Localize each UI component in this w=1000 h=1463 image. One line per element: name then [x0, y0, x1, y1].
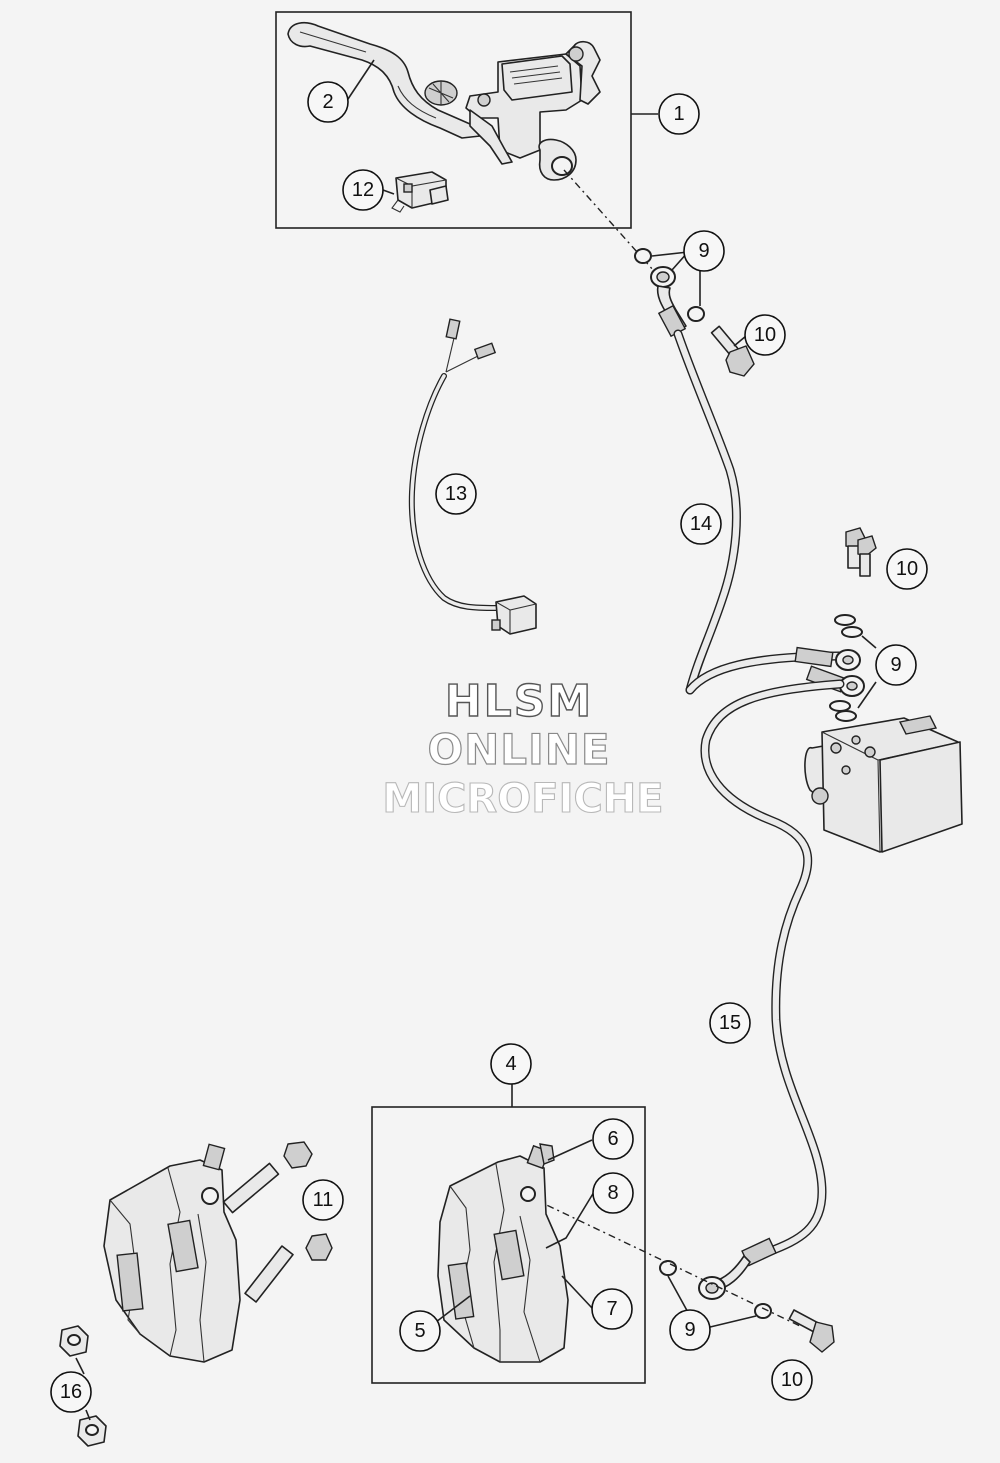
callout-label: 5: [414, 1320, 425, 1342]
callout-14[interactable]: 14: [680, 503, 722, 545]
watermark-line-3: MICROFICHE: [382, 776, 663, 822]
callout-label: 12: [352, 179, 374, 201]
callout-label: 10: [896, 558, 918, 580]
callout-1[interactable]: 1: [658, 93, 700, 135]
lower-banjo-fitting: [659, 1255, 772, 1319]
callout-label: 7: [606, 1298, 617, 1320]
callout-12[interactable]: 12: [342, 169, 384, 211]
master-cylinder-group-box: [275, 11, 632, 229]
watermark: HLSM ONLINE MICROFICHE: [382, 675, 664, 822]
lower-banjo-bolt: [788, 1309, 835, 1353]
callout-label: 2: [322, 91, 333, 113]
abs-hose-fittings: [794, 614, 865, 722]
watermark-line-1: HLSM: [445, 676, 593, 727]
leader-lines: [75, 59, 877, 1421]
caliper-group-box: [371, 1106, 646, 1384]
callout-9-middle[interactable]: 9: [875, 644, 917, 686]
callout-label: 9: [684, 1319, 695, 1341]
callout-label: 10: [781, 1369, 803, 1391]
callout-label: 14: [690, 513, 712, 535]
callout-label: 10: [754, 324, 776, 346]
caliper-axis-line: [531, 1197, 801, 1327]
caliper-nuts: [59, 1325, 107, 1447]
caliper-mounting-bolts: [222, 1141, 333, 1303]
callout-10-middle[interactable]: 10: [886, 548, 928, 590]
callout-8[interactable]: 8: [592, 1172, 634, 1214]
callout-label: 6: [607, 1128, 618, 1150]
callout-9-bottom[interactable]: 9: [669, 1309, 711, 1351]
callout-10-bottom[interactable]: 10: [771, 1359, 813, 1401]
callout-4[interactable]: 4: [490, 1043, 532, 1085]
brake-caliper-left: [103, 1143, 241, 1363]
callout-label: 11: [313, 1189, 334, 1211]
brake-light-switch: [391, 171, 449, 213]
upper-banjo-bolt: [710, 325, 755, 377]
callout-label: 15: [719, 1012, 741, 1034]
callout-5[interactable]: 5: [399, 1310, 441, 1352]
callout-13[interactable]: 13: [435, 473, 477, 515]
brake-hose-15: [700, 679, 845, 1267]
upper-banjo-fitting: [634, 248, 705, 338]
callout-7[interactable]: 7: [591, 1288, 633, 1330]
sensor-wiring-harness: [408, 318, 537, 635]
callout-label: 13: [445, 483, 467, 505]
assembly-axis-line: [563, 169, 663, 281]
callout-label: 9: [890, 654, 901, 676]
callout-label: 8: [607, 1182, 618, 1204]
adjuster-dial: [424, 80, 458, 106]
callout-label: 9: [698, 240, 709, 262]
watermark-line-2: ONLINE: [427, 725, 610, 774]
callout-15[interactable]: 15: [709, 1002, 751, 1044]
brake-caliper-in-box: [437, 1143, 569, 1363]
callout-16[interactable]: 16: [50, 1371, 92, 1413]
callout-10-top[interactable]: 10: [744, 314, 786, 356]
callout-9-top[interactable]: 9: [683, 230, 725, 272]
callout-6[interactable]: 6: [592, 1118, 634, 1160]
callout-label: 4: [505, 1053, 516, 1075]
abs-banjo-bolts: [845, 527, 877, 577]
callout-2[interactable]: 2: [307, 81, 349, 123]
abs-unit: [804, 715, 963, 853]
callout-label: 16: [60, 1381, 82, 1403]
brake-lever: [287, 21, 481, 139]
callout-11[interactable]: 11: [302, 1179, 344, 1221]
callout-label: 1: [673, 103, 684, 125]
master-cylinder: [465, 40, 601, 181]
